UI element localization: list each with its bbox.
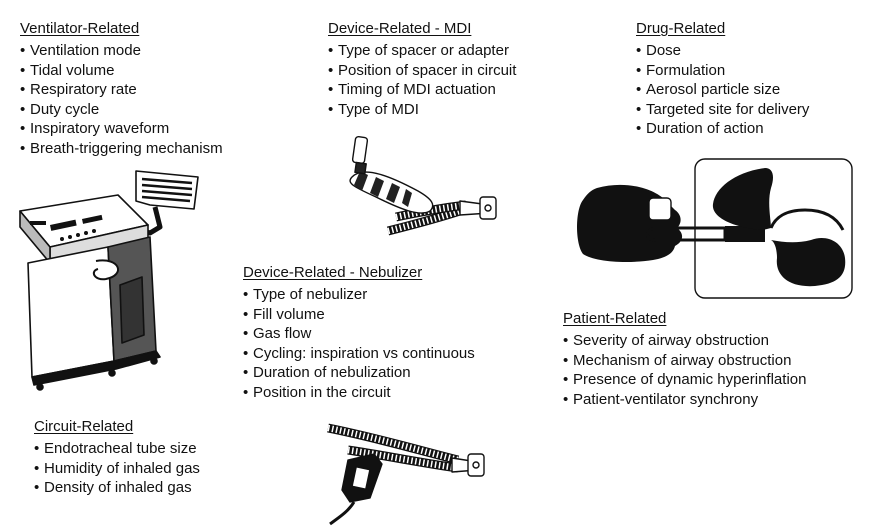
list-item: Duration of action (636, 119, 809, 139)
list-item: Ventilation mode (20, 41, 223, 61)
endotracheal-tube (646, 226, 725, 242)
mdi-in-circuit-illustration (349, 135, 497, 236)
list-item: Cycling: inspiration vs continuous (243, 344, 475, 364)
list-item: Dose (636, 41, 809, 61)
mdi-title: Device-Related - MDI (328, 20, 472, 37)
ventilator-section: Ventilator-Related Ventilation mode Tida… (20, 20, 223, 159)
wheel-icon (36, 383, 44, 391)
list-item: Type of MDI (328, 100, 516, 120)
list-item: Presence of dynamic hyperinflation (563, 370, 806, 390)
circuit-list: Endotracheal tube size Humidity of inhal… (34, 439, 200, 498)
list-item: Targeted site for delivery (636, 100, 809, 120)
monitor (135, 170, 199, 210)
list-item: Patient-ventilator synchrony (563, 390, 806, 410)
list-item: Mechanism of airway obstruction (563, 351, 806, 371)
nebulizer-in-circuit-illustration (327, 423, 485, 526)
circuit-section: Circuit-Related Endotracheal tube size H… (34, 418, 200, 498)
patient-lungs-illustration (577, 158, 853, 299)
list-item: Fill volume (243, 305, 475, 325)
nebulizer-section: Device-Related - Nebulizer Type of nebul… (243, 264, 475, 403)
patient-title: Patient-Related (563, 310, 667, 327)
drug-list: Dose Formulation Aerosol particle size T… (636, 41, 809, 139)
list-item: Formulation (636, 61, 809, 81)
list-item: Aerosol particle size (636, 80, 809, 100)
monitor-screen-lines (141, 177, 193, 203)
list-item: Breath-triggering mechanism (20, 139, 223, 159)
list-item: Respiratory rate (20, 80, 223, 100)
patient-list: Severity of airway obstruction Mechanism… (563, 331, 806, 409)
mdi-canister (351, 135, 369, 165)
ventilator-machine-illustration (19, 170, 199, 391)
list-item: Density of inhaled gas (34, 478, 200, 498)
spacer-bands (354, 171, 412, 207)
drug-title: Drug-Related (636, 20, 726, 37)
nebulizer-title: Device-Related - Nebulizer (243, 264, 423, 281)
circuit-tubing (327, 423, 460, 473)
nebulizer-list: Type of nebulizer Fill volume Gas flow C… (243, 285, 475, 403)
list-item: Severity of airway obstruction (563, 331, 806, 351)
ventilator-title: Ventilator-Related (20, 20, 140, 37)
control-buttons (30, 214, 103, 241)
circuit-title: Circuit-Related (34, 418, 134, 435)
list-item: Duration of nebulization (243, 363, 475, 383)
wheel-icon (150, 357, 158, 365)
list-item: Position of spacer in circuit (328, 61, 516, 81)
patient-head (577, 184, 683, 262)
left-lung (712, 168, 773, 230)
list-item: Tidal volume (20, 61, 223, 81)
nebulizer-gas-line (329, 501, 356, 526)
list-item: Position in the circuit (243, 383, 475, 403)
patient-section: Patient-Related Severity of airway obstr… (563, 310, 806, 409)
ventilator-list: Ventilation mode Tidal volume Respirator… (20, 41, 223, 159)
drug-section: Drug-Related Dose Formulation Aerosol pa… (636, 20, 809, 139)
mdi-list: Type of spacer or adapter Position of sp… (328, 41, 516, 119)
wheel-icon (108, 369, 116, 377)
list-item: Type of nebulizer (243, 285, 475, 305)
list-item: Duty cycle (20, 100, 223, 120)
right-lung (771, 238, 846, 287)
list-item: Type of spacer or adapter (328, 41, 516, 61)
list-item: Inspiratory waveform (20, 119, 223, 139)
mdi-section: Device-Related - MDI Type of spacer or a… (328, 20, 516, 119)
list-item: Humidity of inhaled gas (34, 459, 200, 479)
list-item: Timing of MDI actuation (328, 80, 516, 100)
list-item: Endotracheal tube size (34, 439, 200, 459)
list-item: Gas flow (243, 324, 475, 344)
